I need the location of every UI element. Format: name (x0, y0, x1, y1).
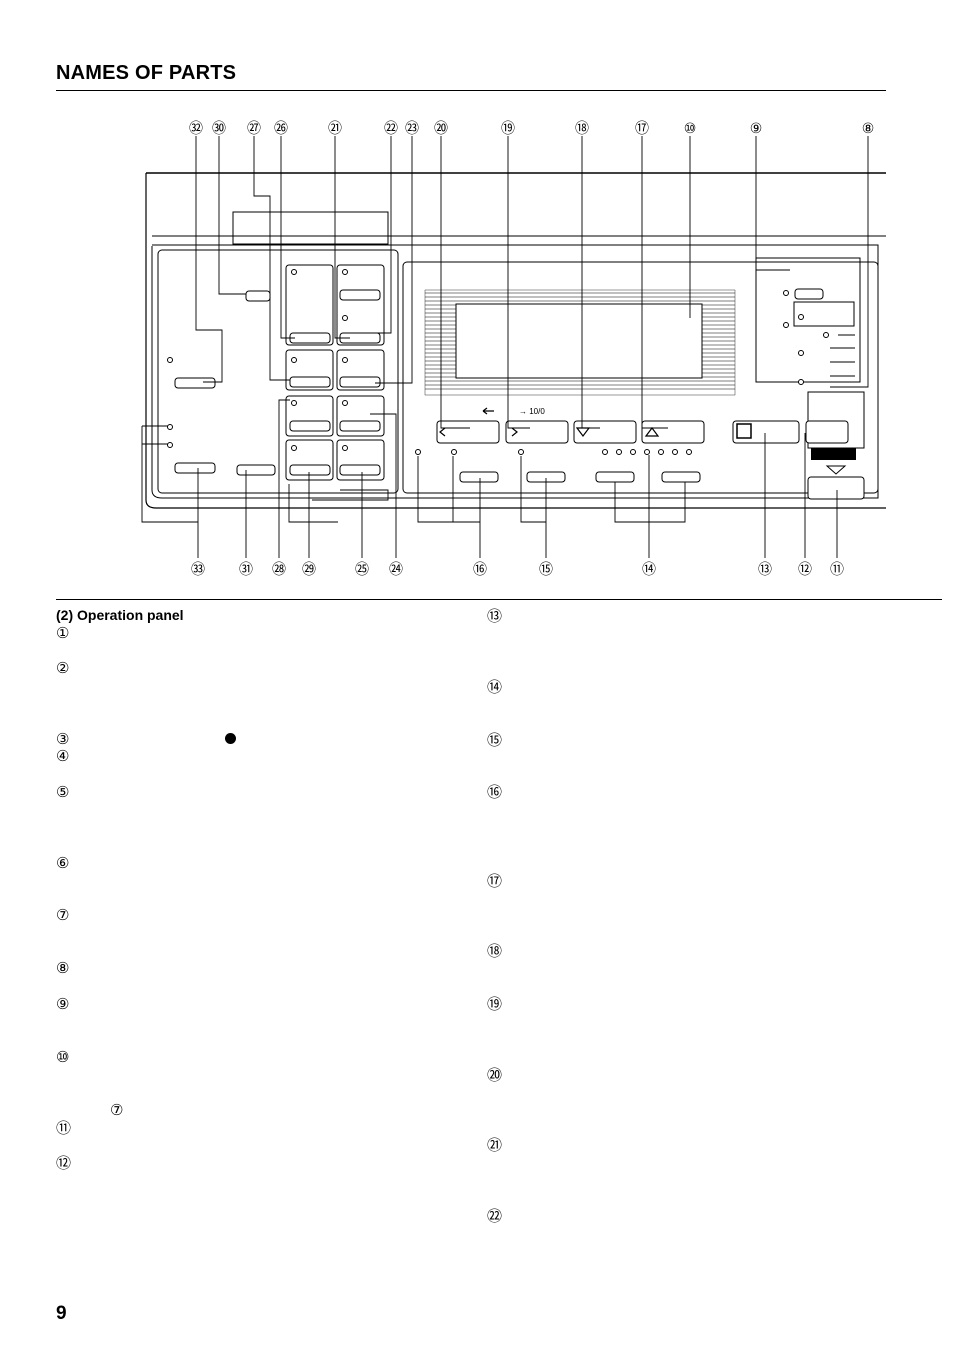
callout-8: ⑧ (862, 121, 875, 137)
callout-11: ⑪ (830, 562, 844, 578)
list-marker-3: ③ (56, 731, 70, 748)
arrow-right-key-label: → 10/0 (519, 407, 545, 416)
list-marker-18: ⑱ (487, 943, 503, 960)
callout-14: ⑭ (642, 562, 656, 578)
list-marker-15: ⑮ (487, 732, 503, 749)
callout-33: ㉝ (191, 562, 205, 578)
list-marker-21: ㉑ (487, 1137, 503, 1154)
list-marker-5: ⑤ (56, 784, 70, 801)
callout-22: ㉒ (384, 121, 398, 137)
page-number: 9 (56, 1303, 67, 1324)
callout-20: ⑳ (434, 121, 448, 137)
callout-13: ⑬ (758, 562, 772, 578)
list-marker-22: ㉒ (487, 1208, 503, 1225)
callout-26: ㉖ (274, 121, 288, 137)
callout-28: ㉘ (272, 562, 286, 578)
list-marker-1: ① (56, 625, 70, 642)
list-marker-14: ⑭ (487, 679, 503, 696)
callout-18: ⑱ (575, 121, 589, 137)
callout-12: ⑫ (798, 562, 812, 578)
filled-circle-symbol (225, 733, 236, 744)
callout-19: ⑲ (501, 121, 515, 137)
callout-9: ⑨ (750, 121, 763, 137)
list-marker-11: ⑪ (56, 1120, 72, 1137)
operation-panel-diagram: → 10/0 ㉜ ㉚ ㉗ ㉖ ㉑ (141, 121, 886, 578)
list-marker-13: ⑬ (487, 608, 503, 625)
callout-29: ㉙ (302, 562, 316, 578)
list-marker-9: ⑨ (56, 996, 70, 1013)
list-marker-12: ⑫ (56, 1155, 72, 1172)
callout-10: ⑩ (684, 121, 697, 137)
list-marker-7: ⑦ (56, 907, 70, 924)
list-marker-8: ⑧ (56, 960, 70, 977)
list-marker-17: ⑰ (487, 873, 503, 890)
section-heading: (2) Operation panel (56, 607, 184, 623)
callout-30: ㉚ (212, 121, 226, 137)
list-marker-2: ② (56, 660, 70, 677)
callout-17: ⑰ (635, 121, 649, 137)
inline-marker-7: ⑦ (110, 1102, 124, 1119)
callout-16: ⑯ (473, 562, 487, 578)
list-marker-6: ⑥ (56, 855, 70, 872)
callout-25: ㉕ (355, 562, 369, 578)
callout-32: ㉜ (189, 121, 203, 137)
list-marker-20: ⑳ (487, 1067, 503, 1084)
callout-24: ㉔ (389, 562, 403, 578)
list-marker-19: ⑲ (487, 996, 503, 1013)
callout-27: ㉗ (247, 121, 261, 137)
title-rule (56, 90, 886, 91)
callout-31: ㉛ (239, 562, 253, 578)
page-title: NAMES OF PARTS (56, 62, 237, 84)
callout-23: ㉓ (405, 121, 419, 137)
list-marker-4: ④ (56, 748, 70, 765)
section-rule (56, 599, 942, 600)
list-marker-10: ⑩ (56, 1049, 70, 1066)
callout-15: ⑮ (539, 562, 553, 578)
callout-21: ㉑ (328, 121, 342, 137)
list-marker-16: ⑯ (487, 784, 503, 801)
